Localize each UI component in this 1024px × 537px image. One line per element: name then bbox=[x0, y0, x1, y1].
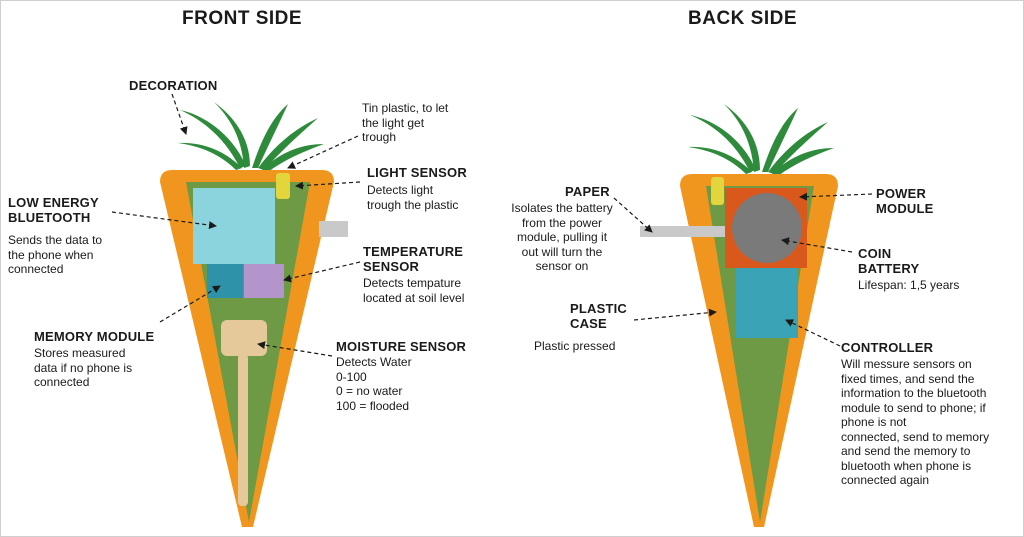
moisture-sensor-text: Detects Water 0-100 0 = no water 100 = f… bbox=[336, 355, 412, 413]
back-light-window bbox=[711, 177, 724, 205]
bluetooth-label: LOW ENERGY BLUETOOTH bbox=[8, 195, 99, 225]
back-leaves bbox=[688, 104, 834, 176]
light-sensor-text: Detects light trough the plastic bbox=[367, 183, 459, 212]
memory-module-label: MEMORY MODULE bbox=[34, 329, 155, 344]
front-window bbox=[319, 221, 348, 237]
arrow-light-sensor bbox=[295, 181, 361, 190]
arrow-paper bbox=[613, 197, 653, 233]
controller-label: CONTROLLER bbox=[841, 340, 934, 355]
coin-battery-text: Lifespan: 1,5 years bbox=[858, 278, 960, 292]
moisture-sensor-label: MOISTURE SENSOR bbox=[336, 339, 467, 354]
tin-plastic-text: Tin plastic, to let the light get trough bbox=[362, 101, 449, 144]
back-carrot bbox=[640, 104, 838, 527]
power-module-label: POWER MODULE bbox=[876, 186, 934, 216]
temperature-label: TEMPERATURE SENSOR bbox=[363, 244, 464, 274]
plastic-case-label: PLASTIC CASE bbox=[570, 301, 628, 331]
controller-text: Will messure sensors on fixed times, and… bbox=[841, 357, 990, 487]
back-side-title: BACK SIDE bbox=[688, 8, 798, 29]
moisture-probe-head bbox=[221, 320, 267, 356]
front-carrot bbox=[160, 102, 348, 527]
controller-block bbox=[736, 268, 798, 338]
memory-block bbox=[207, 264, 243, 298]
light-sensor-block bbox=[276, 173, 290, 199]
coin-battery-disc bbox=[732, 193, 802, 263]
plastic-case-text: Plastic pressed bbox=[534, 339, 616, 353]
light-sensor-label: LIGHT SENSOR bbox=[367, 165, 467, 180]
bluetooth-text: Sends the data to the phone when connect… bbox=[8, 233, 103, 276]
paper-text: Isolates the battery from the power modu… bbox=[511, 201, 613, 273]
arrow-bluetooth bbox=[111, 211, 217, 230]
memory-module-text: Stores measured data if no phone is conn… bbox=[34, 346, 133, 389]
arrow-moisture bbox=[257, 341, 333, 357]
arrow-power-module bbox=[799, 192, 873, 201]
arrow-memory bbox=[159, 285, 221, 323]
arrow-plastic-case bbox=[633, 308, 717, 321]
arrow-tin-plastic bbox=[287, 135, 359, 169]
front-leaves bbox=[178, 102, 324, 172]
temperature-text: Detects tempature located at soil level bbox=[363, 276, 465, 305]
arrow-controller bbox=[785, 319, 841, 347]
front-side-title: FRONT SIDE bbox=[182, 8, 303, 29]
callout-arrows bbox=[111, 93, 873, 357]
arrow-temperature bbox=[283, 261, 361, 283]
arrow-coin-battery bbox=[781, 237, 853, 253]
paper-label: PAPER bbox=[565, 184, 610, 199]
paper-strip bbox=[640, 226, 732, 237]
temperature-block bbox=[244, 264, 284, 298]
moisture-probe-stem bbox=[238, 354, 248, 506]
arrow-decoration bbox=[171, 93, 188, 135]
bluetooth-block bbox=[193, 188, 275, 264]
decoration-label: DECORATION bbox=[129, 78, 218, 93]
coin-battery-label: COIN BATTERY bbox=[858, 246, 920, 276]
